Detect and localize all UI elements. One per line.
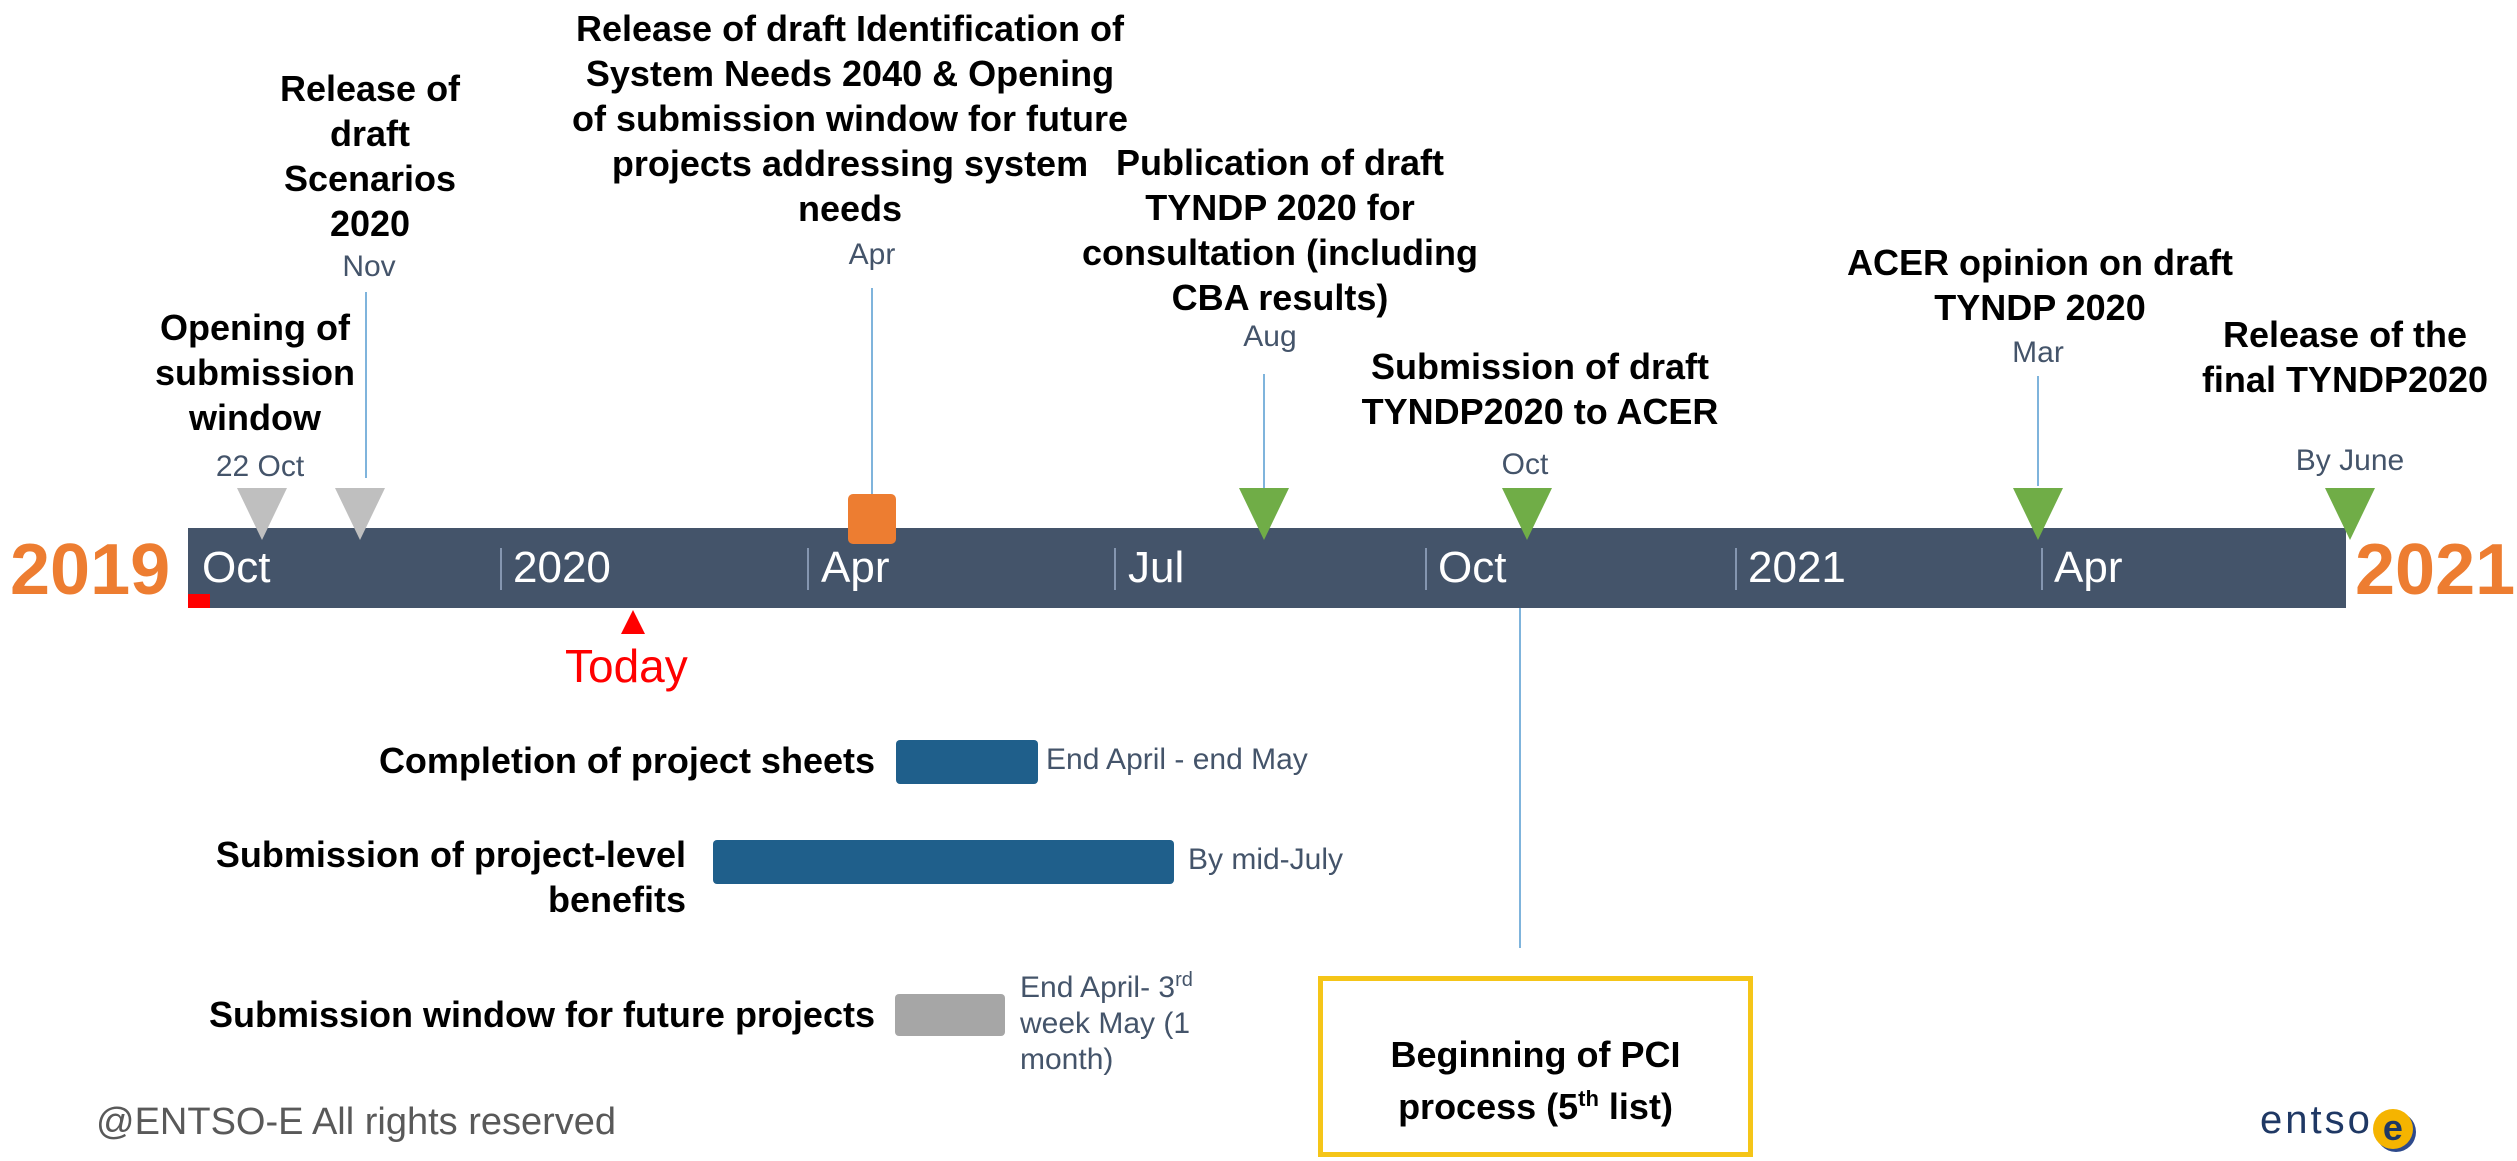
task-note-superscript: rd: [1175, 969, 1193, 991]
milestone-marker-icon: [237, 488, 287, 540]
today-label: Today: [565, 640, 688, 692]
task-note-text: week May (1 month): [1020, 1007, 1191, 1076]
tick-separator: [1114, 548, 1116, 590]
pci-line2-superscript: th: [1578, 1086, 1599, 1111]
tick-separator: [1425, 548, 1427, 590]
milestone-marker-icon: [848, 494, 896, 544]
milestone-connector: [1263, 374, 1265, 490]
milestone-marker-icon: [1239, 488, 1289, 540]
task-bar: [713, 840, 1174, 884]
tick-separator: [500, 548, 502, 590]
milestone-connector: [871, 288, 873, 496]
timeline-bar: [188, 528, 2346, 608]
milestone-title: Publication of draft TYNDP 2020 for cons…: [1082, 142, 1478, 318]
tick-separator: [807, 548, 809, 590]
tick-label: Oct: [1438, 543, 1507, 592]
milestone-marker-icon: [2325, 488, 2375, 540]
year-end-label: 2021: [2355, 530, 2516, 610]
pci-text: Beginning of PCI process (5th list): [1323, 1033, 1748, 1129]
task-note-text: End April- 3: [1020, 971, 1176, 1004]
milestone-title: Release of draft Scenarios 2020: [279, 68, 461, 244]
tick-label: Apr: [2054, 543, 2123, 592]
milestone-date: Apr: [848, 238, 896, 271]
logo-mark-icon: e: [2372, 1108, 2413, 1149]
milestone-title: Release of the final TYNDP2020: [2201, 314, 2489, 400]
tick-label: 2021: [1748, 543, 1846, 592]
pci-line1: Beginning of PCI: [1390, 1034, 1681, 1075]
logo-text: entso: [2260, 1098, 2373, 1142]
tick-label: Apr: [821, 543, 890, 592]
task-bar: [896, 740, 1038, 784]
milestone-date: 22 Oct: [215, 450, 305, 483]
copyright-text: @ENTSO-E All rights reserved: [96, 1101, 617, 1143]
pci-line2-post: list): [1598, 1086, 1673, 1127]
milestone-date: Mar: [2012, 336, 2064, 369]
task-note: End April- 3rd week May (1 month): [1020, 962, 1280, 1078]
tick-label: Oct: [202, 543, 271, 592]
pci-box: Beginning of PCI process (5th list): [1318, 976, 1753, 1157]
task-label: Completion of project sheets: [378, 740, 875, 781]
milestone-date: By June: [2295, 444, 2405, 477]
year-start-label: 2019: [10, 530, 171, 610]
task-note: By mid-July: [1188, 843, 1344, 876]
today-marker-icon: [621, 610, 645, 634]
tick-separator: [1735, 548, 1737, 590]
tick-separator: [2041, 548, 2043, 590]
milestone-title: Release of draft Identification of Syste…: [572, 8, 1128, 229]
task-note: End April - end May: [1046, 743, 1308, 776]
milestone-connector: [2037, 376, 2039, 486]
milestone-date: Nov: [342, 250, 396, 283]
milestone-marker-icon: [1502, 488, 1552, 540]
task-label: Submission of project-level benefits: [215, 834, 686, 920]
milestone-title: Submission of draft TYNDP2020 to ACER: [1361, 346, 1719, 432]
milestone-marker-icon: [2013, 488, 2063, 540]
task-bar: [895, 994, 1005, 1036]
tick-label: Jul: [1128, 543, 1185, 592]
milestone-date: Aug: [1243, 320, 1297, 353]
pci-connector: [1519, 608, 1521, 948]
task-label: Submission window for future projects: [208, 994, 875, 1035]
tick-label: 2020: [513, 543, 611, 592]
pci-line2-pre: process (5: [1398, 1086, 1579, 1127]
milestone-connector: [365, 292, 367, 478]
milestone-marker-icon: [335, 488, 385, 540]
milestone-date: Oct: [1501, 448, 1549, 481]
milestone-title: ACER opinion on draft TYNDP 2020: [1847, 242, 2233, 328]
milestone-title: Opening of submission window: [154, 307, 356, 438]
timeline-start-marker: [188, 594, 210, 608]
